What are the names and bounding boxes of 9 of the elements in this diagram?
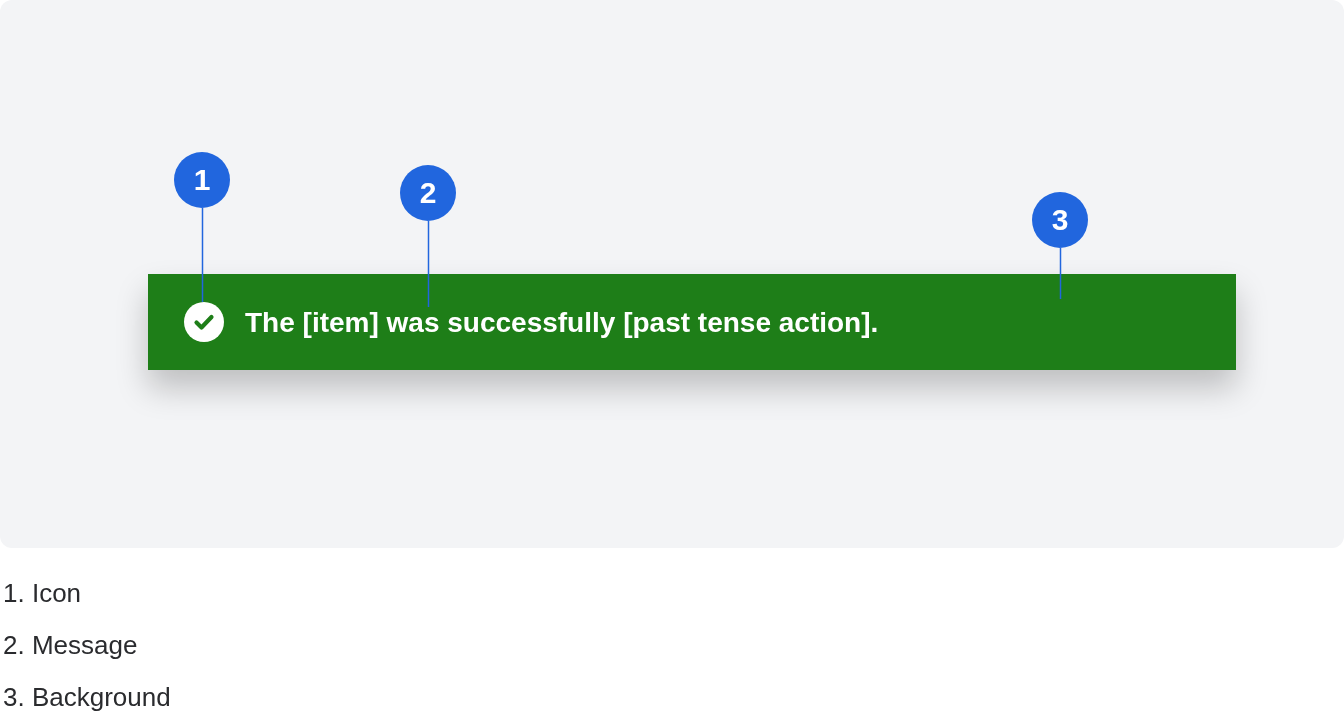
banner-message: The [item] was successfully [past tense action].: [245, 307, 879, 339]
notification-banner: [148, 274, 1236, 370]
callout-description: 2. Message: [3, 630, 138, 660]
leader-line: [201, 207, 204, 303]
callout-description: 3. Background: [3, 682, 171, 712]
check-circle-icon: [184, 302, 224, 342]
callout-description: 1. Icon: [3, 578, 82, 608]
leader-line: [1059, 247, 1062, 300]
leader-line: [427, 220, 430, 308]
